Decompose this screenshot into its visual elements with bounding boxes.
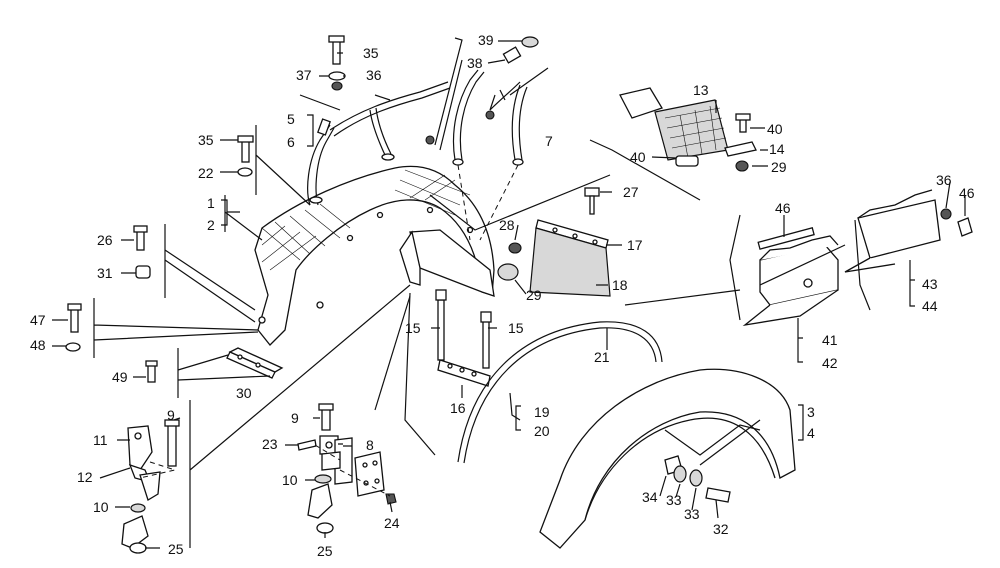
callout-20: 20 — [534, 423, 550, 439]
callout-4: 4 — [807, 425, 815, 441]
callout-33a: 33 — [666, 492, 682, 508]
callout-18: 18 — [612, 277, 628, 293]
callout-30: 30 — [236, 385, 252, 401]
callout-25b: 25 — [317, 543, 333, 559]
callout-10a: 10 — [93, 499, 109, 515]
callout-46a: 46 — [775, 200, 791, 216]
hinge-assembly-11 — [121, 419, 180, 554]
callout-2: 2 — [207, 217, 215, 233]
callout-29b: 29 — [771, 159, 787, 175]
callout-48: 48 — [30, 337, 46, 353]
callout-37: 37 — [296, 67, 312, 83]
callout-5: 5 — [287, 111, 295, 127]
callout-25a: 25 — [168, 541, 184, 557]
step-13 — [502, 36, 757, 172]
callout-36b: 36 — [936, 172, 952, 188]
callout-35b: 35 — [198, 132, 214, 148]
handrail-left — [307, 81, 451, 206]
callout-15a: 15 — [405, 320, 421, 336]
callout-28: 28 — [499, 217, 515, 233]
strip-30 — [226, 347, 284, 379]
callout-27: 27 — [623, 184, 639, 200]
callout-16: 16 — [450, 400, 466, 416]
callout-15b: 15 — [508, 320, 524, 336]
callout-26: 26 — [97, 232, 113, 248]
callout-38: 38 — [467, 55, 483, 71]
left-hardware — [65, 35, 346, 383]
callout-42: 42 — [822, 355, 838, 371]
grouping-brackets — [221, 114, 915, 447]
callout-40b: 40 — [630, 149, 646, 165]
callout-40a: 40 — [767, 121, 783, 137]
callout-9a: 9 — [167, 407, 175, 423]
studs-15 — [435, 289, 492, 387]
handrail-right — [425, 69, 528, 166]
callout-10b: 10 — [282, 472, 298, 488]
callout-39: 39 — [478, 32, 494, 48]
callout-43: 43 — [922, 276, 938, 292]
callout-13: 13 — [693, 82, 709, 98]
callout-41: 41 — [822, 332, 838, 348]
arch-strip-21 — [457, 321, 663, 464]
callout-32: 32 — [713, 521, 729, 537]
callout-21: 21 — [594, 349, 610, 365]
callout-34: 34 — [642, 489, 658, 505]
side-panel-41 — [742, 227, 839, 327]
callout-36a: 36 — [366, 67, 382, 83]
callout-8: 8 — [366, 437, 374, 453]
callout-14: 14 — [769, 141, 785, 157]
leader-lines — [93, 125, 871, 548]
label-ticks — [52, 40, 966, 549]
callout-7: 7 — [545, 133, 553, 149]
mudflap-assembly — [497, 187, 611, 297]
callout-17: 17 — [627, 237, 643, 253]
callout-35a: 35 — [363, 45, 379, 61]
callout-1: 1 — [207, 195, 215, 211]
callout-22: 22 — [198, 165, 214, 181]
wheel-arch — [539, 368, 796, 549]
callout-12: 12 — [77, 469, 93, 485]
callout-6: 6 — [287, 134, 295, 150]
callout-11: 11 — [93, 432, 108, 448]
callout-24: 24 — [384, 515, 400, 531]
callout-23: 23 — [262, 436, 278, 452]
callout-31: 31 — [97, 265, 113, 281]
fender-frame — [254, 165, 495, 346]
callout-3: 3 — [807, 404, 815, 420]
callout-47: 47 — [30, 312, 46, 328]
callout-46b: 46 — [959, 185, 975, 201]
callout-44: 44 — [922, 298, 938, 314]
callout-19: 19 — [534, 404, 550, 420]
callout-33b: 33 — [684, 506, 700, 522]
callout-49: 49 — [112, 369, 128, 385]
callout-9b: 9 — [291, 410, 299, 426]
mounting-bracket-8 — [297, 403, 397, 534]
side-panel-43 — [844, 189, 973, 273]
callout-29a: 29 — [526, 287, 542, 303]
